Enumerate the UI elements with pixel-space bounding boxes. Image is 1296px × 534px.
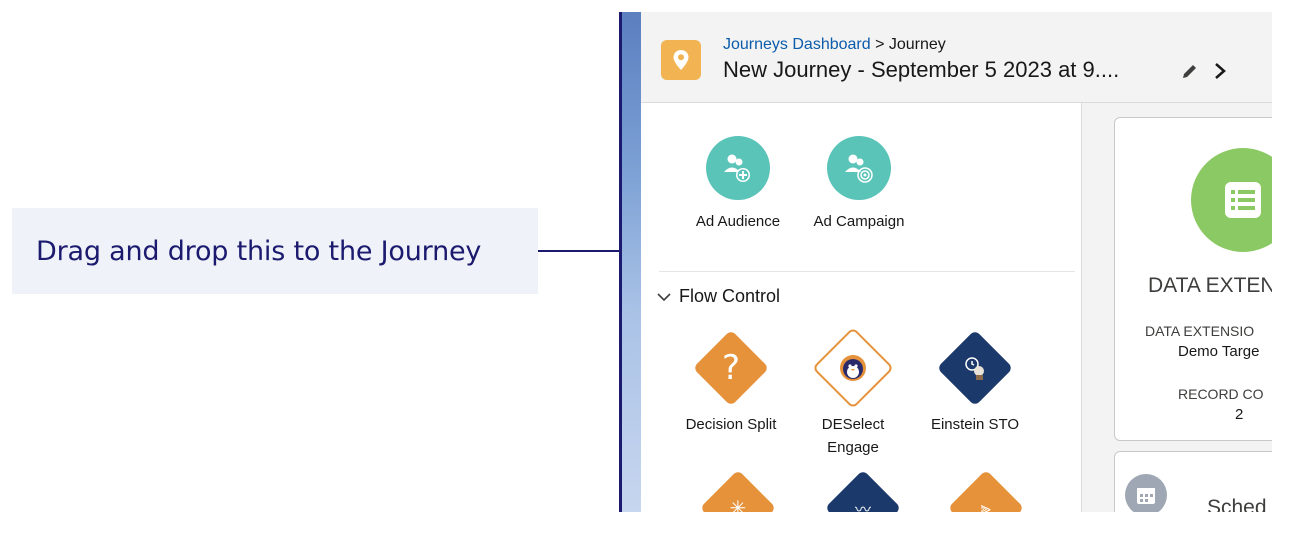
- activity-label: Einstein STO: [930, 416, 1020, 433]
- data-extension-label: DATA EXTENSIO: [1145, 323, 1255, 339]
- activity-partial-2[interactable]: 〰: [824, 469, 902, 512]
- chevron-right-icon[interactable]: [1213, 61, 1227, 86]
- question-mark-icon: ?: [692, 329, 770, 407]
- activity-deselect-engage[interactable]: DESelect Engage: [793, 326, 913, 459]
- journey-builder-window: Journeys Dashboard > Journey New Journey…: [619, 12, 1272, 512]
- schedule-card[interactable]: Sched: [1114, 451, 1272, 512]
- einstein-sto-icon: [936, 329, 1014, 407]
- data-extension-card[interactable]: DATA EXTEN DATA EXTENSIO Demo Targe RECO…: [1114, 117, 1272, 441]
- callout-text: Drag and drop this to the Journey: [36, 235, 482, 267]
- panel-divider: [1081, 103, 1100, 512]
- activity-palette: Ad Audience Ad Campaign Flow Control: [641, 103, 1089, 512]
- activity-label: DESelect Engage: [821, 416, 885, 456]
- activity-decision-split[interactable]: ? Decision Split: [671, 329, 791, 436]
- data-extension-icon: [1191, 148, 1272, 252]
- deselect-engage-icon: [811, 326, 895, 410]
- breadcrumb-journeys-dashboard[interactable]: Journeys Dashboard: [723, 36, 871, 53]
- schedule-label: Sched: [1207, 496, 1267, 512]
- location-pin-icon: [661, 40, 701, 80]
- record-count-label: RECORD CO: [1178, 386, 1264, 402]
- ad-audience-icon: [706, 136, 770, 200]
- activity-einstein-sto[interactable]: Einstein STO: [915, 329, 1035, 436]
- record-count-value: 2: [1235, 406, 1244, 423]
- section-title: Flow Control: [679, 286, 781, 306]
- einstein-icon: 〰: [824, 469, 902, 512]
- pencil-icon[interactable]: [1181, 62, 1199, 85]
- card-title: DATA EXTEN: [1148, 274, 1272, 297]
- activity-label: Decision Split: [685, 416, 777, 433]
- activity-label: Ad Campaign: [813, 213, 905, 230]
- path-split-icon: ⫸: [947, 469, 1025, 512]
- section-divider: [659, 271, 1075, 272]
- side-decoration: [619, 12, 641, 512]
- chevron-down-icon: [657, 292, 671, 301]
- activity-label: Ad Audience: [695, 213, 781, 230]
- activity-ad-campaign[interactable]: Ad Campaign: [799, 136, 919, 233]
- activity-partial-1[interactable]: ✳: [699, 469, 777, 512]
- page-title: New Journey - September 5 2023 at 9....: [723, 57, 1120, 82]
- instruction-callout: Drag and drop this to the Journey: [12, 208, 538, 294]
- breadcrumb-journey: Journey: [888, 36, 946, 53]
- activity-partial-3[interactable]: ⫸: [947, 469, 1025, 512]
- ad-campaign-icon: [827, 136, 891, 200]
- activity-ad-audience[interactable]: Ad Audience: [678, 136, 798, 233]
- click-icon: ✳: [699, 469, 777, 512]
- breadcrumb: Journeys Dashboard > Journey: [723, 36, 946, 53]
- data-extension-value: Demo Targe: [1178, 343, 1260, 360]
- journey-canvas: DATA EXTEN DATA EXTENSIO Demo Targe RECO…: [1099, 103, 1272, 512]
- page-header: Journeys Dashboard > Journey New Journey…: [641, 12, 1272, 103]
- calendar-icon: [1125, 474, 1167, 512]
- flow-control-section-toggle[interactable]: Flow Control: [657, 286, 780, 307]
